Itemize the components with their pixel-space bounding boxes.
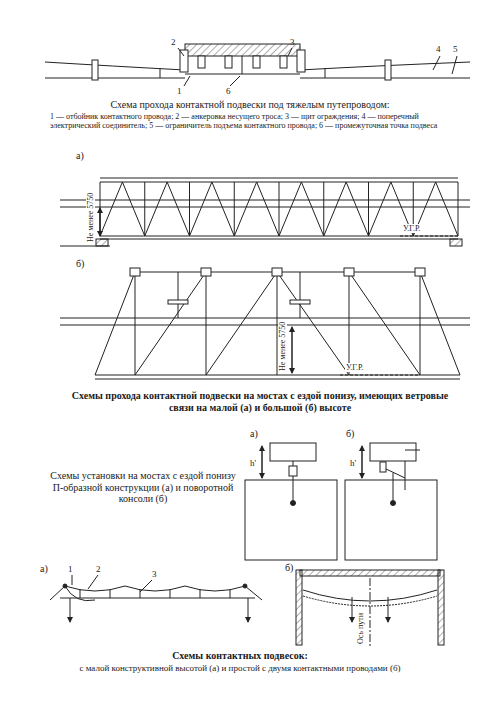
subfigure-label: а) xyxy=(40,563,48,575)
subfigure-label: а) xyxy=(250,428,258,440)
callout-number: 1 xyxy=(177,86,182,96)
callout-number: 4 xyxy=(436,44,441,54)
axis-label: Ось пути xyxy=(356,612,365,645)
dimension-label: Не менее 5750 xyxy=(86,192,95,243)
portal-diagrams xyxy=(245,443,437,560)
catenary-two-wires xyxy=(296,570,444,648)
dimension-label: Не менее 5750 xyxy=(278,321,287,372)
callout-number: 6 xyxy=(226,86,231,96)
callout-number: 3 xyxy=(290,37,295,47)
truss-high xyxy=(60,268,470,379)
subfigure-label: б) xyxy=(76,258,84,270)
callout-number: 3 xyxy=(152,569,157,579)
callout-number: 2 xyxy=(171,37,176,47)
callout-number: 1 xyxy=(68,564,73,574)
catenary-low-height xyxy=(50,575,262,622)
overpass-figure xyxy=(45,44,470,86)
callout-number: 2 xyxy=(96,564,101,574)
level-label: У.Г.Р. xyxy=(345,363,365,372)
figure-caption: Схемы установки на мостах с ездой понизу… xyxy=(48,470,238,505)
figure-caption: с малой конструктивной высотой (а) и про… xyxy=(30,663,450,673)
level-label: У.Г.Р. xyxy=(402,224,422,233)
subfigure-label: б) xyxy=(346,428,354,440)
figure-caption: Схема прохода контактной подвески под тя… xyxy=(60,99,440,111)
legend-note: 1 — отбойник контактного провода; 2 — ан… xyxy=(50,112,450,130)
dimension-label: h' xyxy=(249,458,257,468)
figure-caption: Схемы прохода контактной подвески на мос… xyxy=(70,390,450,413)
truss-low xyxy=(60,178,470,246)
figure-caption: Схемы контактных подвесок: xyxy=(40,650,440,662)
subfigure-label: а) xyxy=(76,150,84,162)
callout-number: 5 xyxy=(453,44,458,54)
subfigure-label: б) xyxy=(285,562,293,574)
dimension-label: h' xyxy=(349,458,357,468)
